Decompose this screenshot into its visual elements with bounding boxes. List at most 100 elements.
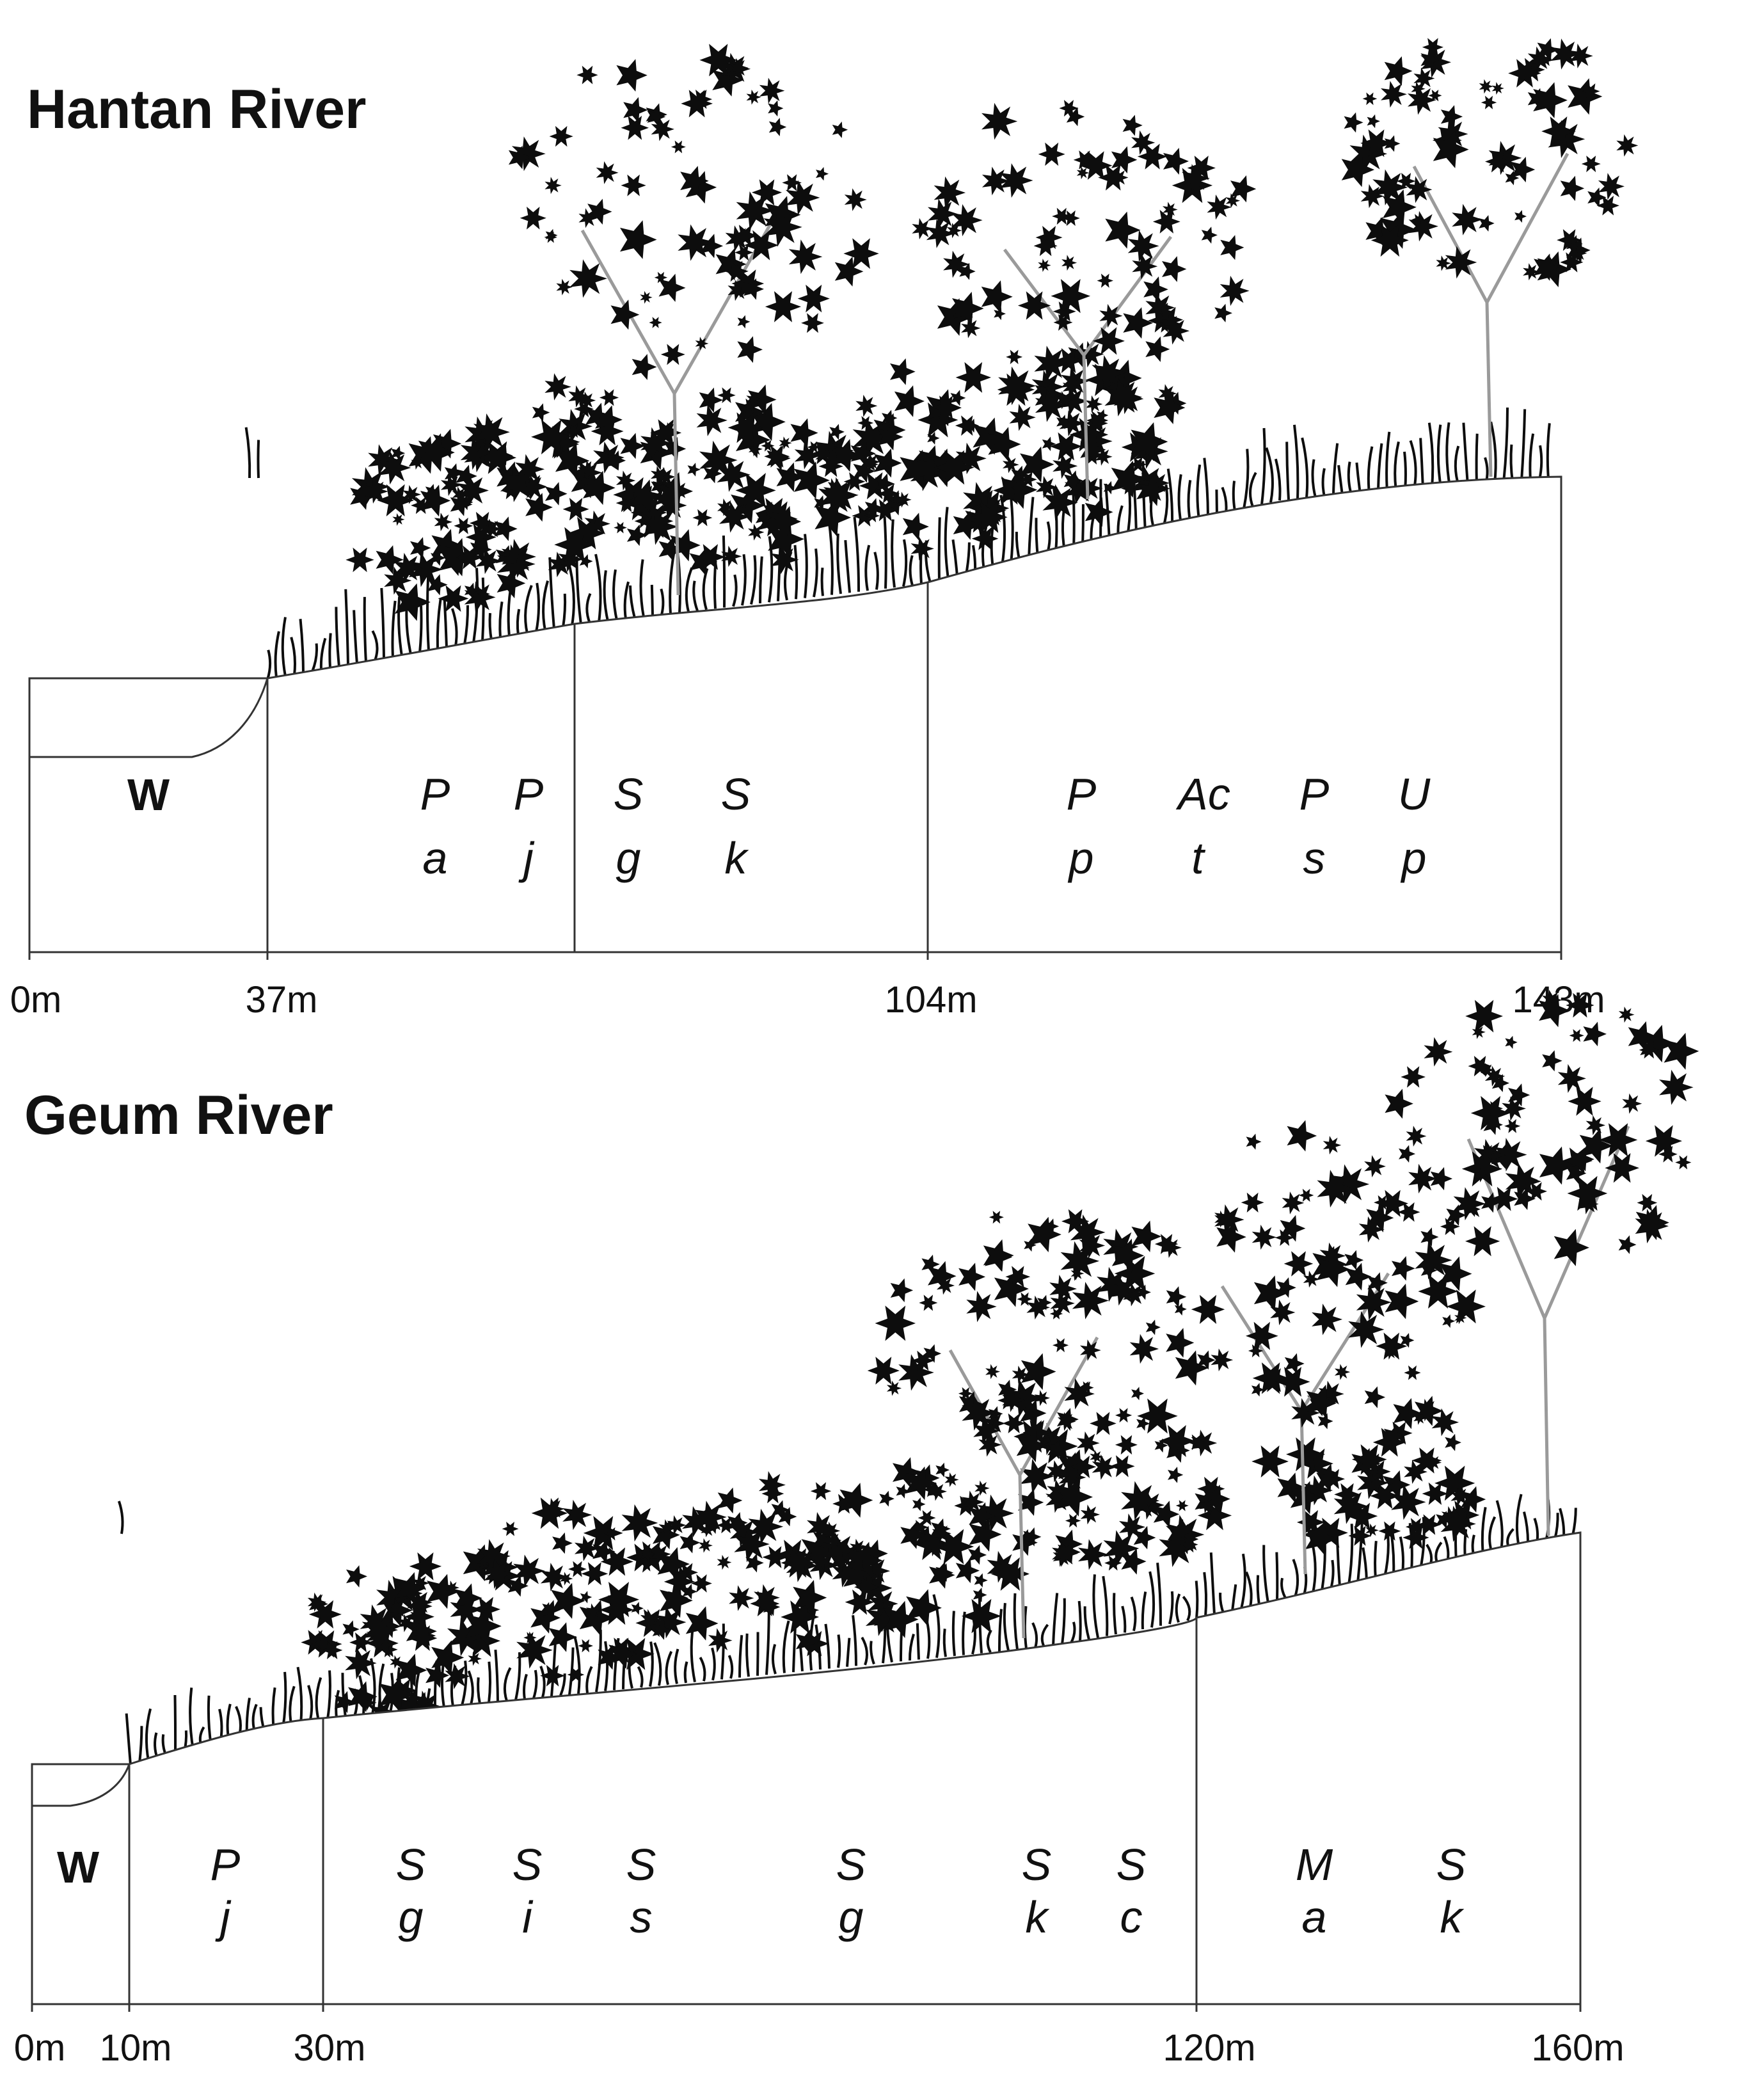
geum-tree-2-leaf	[1442, 1314, 1455, 1328]
hantan-shrub-3-leaf	[956, 362, 991, 393]
hantan-tree-2-leaf	[1214, 304, 1232, 323]
hantan-herb	[605, 570, 608, 621]
geum-shrub-1-leaf	[580, 1600, 614, 1636]
hantan-shrub-1-leaf	[563, 498, 589, 521]
geum-distance-10m: 10m	[100, 2027, 172, 2069]
geum-tree-3-leaf	[1586, 1115, 1605, 1135]
geum-distance-120m: 120m	[1163, 2027, 1255, 2069]
hantan-herb	[760, 557, 762, 603]
hantan-herb	[569, 566, 574, 626]
geum-shrub-5-leaf	[1378, 1522, 1401, 1541]
geum-species-2-genus: S	[396, 1840, 426, 1890]
geum-herb	[1177, 1594, 1180, 1622]
geum-herb	[587, 1667, 592, 1693]
geum-tree-2-leaf	[1404, 1366, 1420, 1380]
geum-tree-3-leaf	[1385, 1089, 1413, 1119]
geum-herb	[1241, 1554, 1245, 1609]
hantan-tree-1-leaf	[768, 100, 783, 116]
geum-herb	[1015, 1593, 1017, 1650]
hantan-herb	[1266, 448, 1273, 503]
hantan-tree-1-leaf	[544, 177, 561, 194]
geum-shrub-0-leaf	[311, 1630, 342, 1658]
geum-shrub-1-leaf	[552, 1533, 573, 1554]
hantan-herb	[420, 606, 422, 653]
geum-shrub-3-leaf	[962, 1599, 1001, 1634]
geum-shrub-2-leaf	[686, 1606, 719, 1640]
geum-herb	[209, 1696, 211, 1746]
geum-tree-3-leaf	[1622, 1094, 1642, 1114]
hantan-herb	[845, 540, 850, 593]
geum-herb	[283, 1672, 285, 1729]
hantan-herb	[805, 534, 807, 598]
geum-distance-30m: 30m	[294, 2027, 366, 2069]
geum-herb	[505, 1668, 511, 1701]
hantan-shrub-1-leaf	[544, 373, 571, 401]
geum-shrub-2-leaf	[729, 1585, 754, 1611]
hantan-tree-2-leaf	[1153, 210, 1180, 234]
hantan-herb	[892, 520, 894, 587]
hantan-herb	[300, 619, 303, 673]
hantan-herb	[1276, 459, 1280, 500]
hantan-tree-3-leaf	[1561, 176, 1585, 201]
geum-tree-2-leaf	[1364, 1155, 1386, 1177]
geum-herb	[1085, 1606, 1089, 1639]
hantan-tree-2-leaf	[981, 280, 1013, 314]
geum-tree-2-leaf	[1287, 1120, 1317, 1152]
geum-shrub-2-leaf	[717, 1555, 732, 1570]
hantan-herb	[1244, 449, 1248, 509]
hantan-species-6-genus: Ac	[1175, 769, 1230, 819]
hantan-tree-2-leaf	[1051, 279, 1091, 313]
hantan-herb	[577, 556, 581, 624]
hantan-herb	[946, 507, 948, 578]
geum-herb	[953, 1611, 955, 1656]
geum-tree-2-leaf	[1166, 1286, 1187, 1307]
hantan-shrub-3-leaf	[874, 449, 902, 478]
hantan-title: Hantan River	[27, 79, 367, 140]
geum-shrub-2-leaf	[763, 1546, 788, 1568]
hantan-herb	[1410, 440, 1415, 490]
hantan-herb	[1222, 488, 1226, 513]
hantan-tree-3-leaf	[1367, 115, 1380, 129]
geum-herb	[1143, 1591, 1145, 1629]
geum-herb	[1196, 1581, 1198, 1619]
geum-tree-1-leaf	[1064, 1378, 1095, 1410]
hantan-species-5-genus: P	[1067, 769, 1097, 819]
hantan-herb	[482, 578, 484, 642]
hantan-shrub-4-leaf	[998, 367, 1036, 406]
hantan-herb	[587, 594, 590, 624]
hantan-herb	[1539, 445, 1541, 480]
geum-tree-3-leaf	[1504, 1119, 1520, 1133]
geum-shrub-3-leaf	[912, 1497, 926, 1511]
hantan-tree-2-leaf	[1162, 256, 1186, 282]
geum-tree-3-leaf	[1554, 1229, 1589, 1266]
hantan-herb	[814, 548, 817, 597]
geum-shrub-3-leaf	[974, 1573, 988, 1588]
geum-herb	[999, 1609, 1001, 1652]
geum-shrub-1-leaf	[622, 1504, 658, 1541]
hantan-tree-3-leaf	[1568, 78, 1602, 115]
hantan-shrub-2-leaf	[688, 463, 701, 477]
geum-tree-3-leaf	[1569, 1029, 1584, 1042]
hantan-herb	[1387, 432, 1389, 492]
hantan-tree-1-leaf	[550, 126, 573, 147]
geum-herb	[478, 1677, 480, 1703]
hantan-herb	[381, 588, 384, 659]
geum-tree-1-leaf	[985, 1364, 1000, 1380]
geum-herb	[1053, 1593, 1057, 1646]
geum-herb	[1349, 1524, 1352, 1585]
hantan-shrub-3-leaf	[955, 415, 979, 436]
geum-shrub-3-leaf	[956, 1558, 980, 1583]
hantan-tree-3-leaf	[1479, 215, 1495, 232]
geum-herb	[524, 1674, 527, 1699]
hantan-herb	[1463, 423, 1468, 486]
hantan-herb	[500, 601, 502, 638]
geum-herb	[963, 1612, 965, 1655]
hantan-herb	[885, 516, 886, 589]
geum-shrub-3-leaf	[968, 1545, 987, 1565]
geum-herb	[1401, 1537, 1403, 1573]
geum-shrub-4-leaf	[1115, 1435, 1138, 1454]
hantan-tree-2-leaf	[981, 103, 1017, 140]
geum-species-5-genus: S	[836, 1840, 866, 1890]
hantan-tree-3-leaf	[1514, 210, 1527, 223]
geum-tree-3-leaf	[1568, 1087, 1601, 1115]
